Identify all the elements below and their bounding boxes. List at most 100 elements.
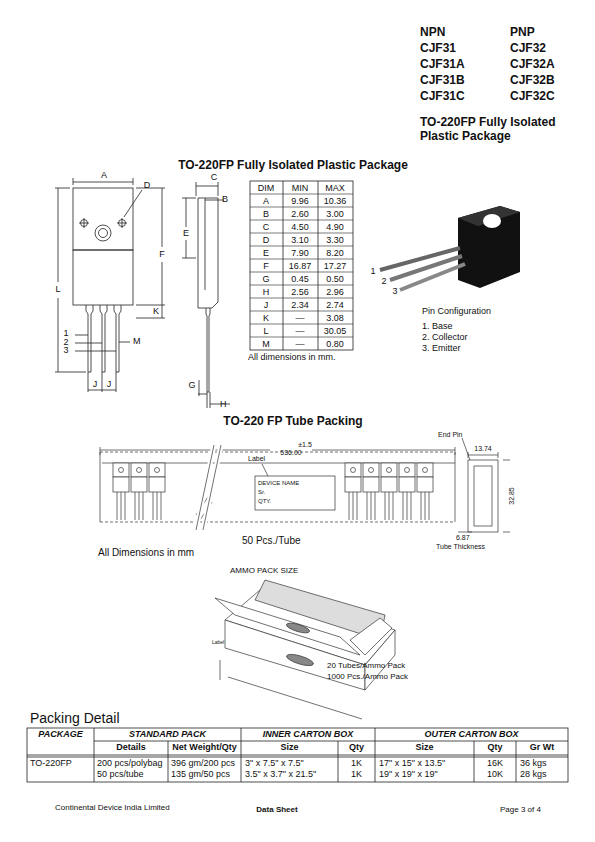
packing-cell: 3" x 7.5" x 7.5" xyxy=(245,758,304,768)
table-rule xyxy=(250,272,353,273)
packing-header: INNER CARTON BOX xyxy=(263,729,354,739)
table-cell: 2.56 xyxy=(291,287,309,297)
dimension-letter: M xyxy=(133,336,141,346)
table-cell: 0.50 xyxy=(326,274,344,284)
table-cell: 0.45 xyxy=(291,274,309,284)
tube-label: Label xyxy=(248,455,265,463)
packing-header: Gr Wt xyxy=(530,742,555,752)
part-number: CJF31A xyxy=(420,58,465,72)
table-cell: — xyxy=(296,313,305,323)
tube-label: 536.00 xyxy=(280,449,301,457)
tube-label: 32.85 xyxy=(508,487,516,505)
dimension-letter: J xyxy=(107,379,112,389)
table-cell: 7.90 xyxy=(291,248,309,258)
dimension-letter: D xyxy=(144,180,151,190)
section-heading: Packing Detail xyxy=(30,710,120,726)
table-cell: B xyxy=(263,209,269,219)
packing-header: Size xyxy=(280,742,298,752)
dimension-letter: H xyxy=(220,399,227,409)
table-rule xyxy=(250,246,353,247)
tube-label: 6.87 xyxy=(456,534,470,542)
table-cell: G xyxy=(262,274,269,284)
table-cell: 2.60 xyxy=(291,209,309,219)
table-rule xyxy=(250,337,353,338)
part-number: PNP xyxy=(510,26,535,40)
package-name: TO-220FP Fully Isolated Plastic Package xyxy=(420,116,585,144)
tube-transistor xyxy=(381,463,397,520)
packing-cell: TO-220FP xyxy=(30,758,72,768)
table-rule xyxy=(250,285,353,286)
package-body xyxy=(73,250,133,305)
dimension-letter: B xyxy=(222,194,228,204)
tube-label: Sr. xyxy=(258,489,265,496)
packing-cell: 16K xyxy=(487,758,503,768)
table-cell: H xyxy=(263,287,270,297)
tube-transistor xyxy=(417,463,433,520)
part-number: NPN xyxy=(420,26,445,40)
table-cell: E xyxy=(263,248,269,258)
packing-cell: 19" x 19" x 19" xyxy=(379,769,438,779)
packing-header: OUTER CARTON BOX xyxy=(424,729,518,739)
part-number: CJF32 xyxy=(510,42,546,56)
diagram-title: TO-220FP Fully Isolated Plastic Package xyxy=(178,159,408,173)
packing-cell: 396 gm/200 pcs xyxy=(171,758,235,768)
packing-header: PACKAGE xyxy=(38,729,82,739)
note: All dimensions in mm. xyxy=(248,352,336,362)
dimension-letter: F xyxy=(159,249,165,259)
dimension-letter: 1 xyxy=(63,328,68,338)
table-cell: 4.90 xyxy=(326,222,344,232)
ammo-label: Label xyxy=(212,640,224,646)
table-cell: MAX xyxy=(325,183,345,193)
table-cell: — xyxy=(296,326,305,336)
table-cell: DIM xyxy=(258,183,275,193)
table-cell: 17.27 xyxy=(324,261,347,271)
table-cell: 2.96 xyxy=(326,287,344,297)
dimension-letter: 3 xyxy=(63,345,68,355)
table-rule xyxy=(250,207,353,208)
table-rule xyxy=(250,311,353,312)
ammo-box xyxy=(215,580,395,719)
packing-header: Details xyxy=(116,742,146,752)
table-cell: 3.08 xyxy=(326,313,344,323)
table-cell: 3.10 xyxy=(291,235,309,245)
table-cell: D xyxy=(263,235,270,245)
table-cell: 0.80 xyxy=(326,339,344,349)
table-cell: 4.50 xyxy=(291,222,309,232)
table-rule xyxy=(250,259,353,260)
dimension-letter: A xyxy=(101,170,107,180)
table-cell: C xyxy=(263,222,270,232)
part-number: CJF31B xyxy=(420,74,465,88)
table-cell: 9.96 xyxy=(291,196,309,206)
tube-label: ±1.5 xyxy=(298,441,312,449)
table-cell: 8.20 xyxy=(326,248,344,258)
tube-transistor xyxy=(131,463,147,520)
packing-header: Net Weight/Qty xyxy=(172,742,236,752)
table-cell: M xyxy=(262,339,270,349)
tube-label: Tube Thickness xyxy=(436,543,485,551)
tube-transistor xyxy=(363,463,379,520)
footer: Data Sheet xyxy=(256,805,297,814)
packing-cell: 135 gm/50 pcs xyxy=(171,769,230,779)
packing-cell: 17" x 15" x 13.5" xyxy=(379,758,445,768)
package-tab xyxy=(73,188,133,250)
table-cell: F xyxy=(263,261,269,271)
tube-label: QTY. xyxy=(258,498,271,505)
section-title: TO-220 FP Tube Packing xyxy=(223,415,362,429)
pin-number: 3 xyxy=(392,286,397,296)
dimension-table xyxy=(250,181,353,350)
packing-cell: 3.5" x 3.7" x 21.5" xyxy=(245,769,316,779)
table-cell: 2.74 xyxy=(326,300,344,310)
pin-config: 2. Collector xyxy=(422,332,468,342)
table-cell: 3.00 xyxy=(326,209,344,219)
table-cell: 2.34 xyxy=(291,300,309,310)
dimension-letter: J xyxy=(93,379,98,389)
package-side xyxy=(198,198,218,308)
dimension-letter: L xyxy=(55,284,60,294)
footer: Continental Device India Limited xyxy=(55,803,170,812)
pin-number: 2 xyxy=(381,276,386,286)
table-rule xyxy=(250,233,353,234)
part-number: CJF32C xyxy=(510,90,555,104)
tube-transistor xyxy=(345,463,361,520)
ammo-label: 1000 Pcs./Ammo Pack xyxy=(327,672,408,681)
tube-transistor xyxy=(399,463,415,520)
